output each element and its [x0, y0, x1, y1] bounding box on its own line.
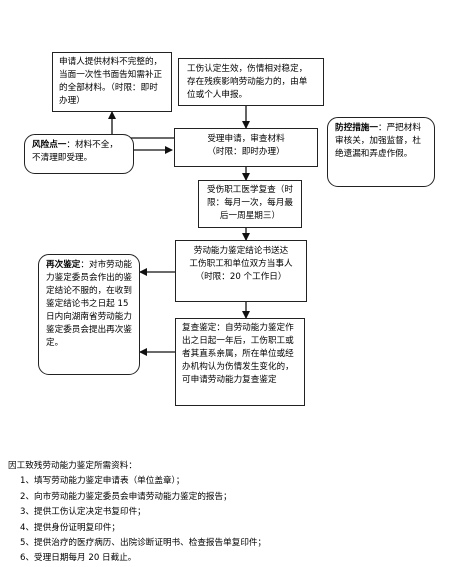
- list-item: 4、提供身份证明复印件；: [20, 522, 120, 533]
- condition-box: 工伤认定生效，伤情相对稳定，存在残疾影响劳动能力的，由单位或个人申报。: [178, 58, 324, 106]
- list-item: 3、提供工伤认定决定书复印件；: [20, 507, 146, 518]
- medical-exam-box: 受伤职工医学复查（时限：每月一次，每月最后一周星期三）: [198, 180, 302, 228]
- risk-point-text: ：材料不全，不清理即受理。: [32, 140, 118, 163]
- accept-time: （时限：即时办理）: [207, 147, 285, 157]
- risk-point-label: 风险点一: [32, 140, 67, 150]
- deliver-line-1: 劳动能力鉴定结论书送达: [193, 246, 289, 256]
- deliver-line-3: （时限：20 个工作日）: [195, 272, 287, 282]
- control-measure-box: 防控措施一：严把材料审核关，加强监督，杜绝遗漏和弄虚作假。: [327, 117, 435, 187]
- list-item: 6、受理日期每月 20 日截止。: [20, 553, 137, 564]
- deliver-line-2: 工伤职工和单位双方当事人: [189, 259, 293, 269]
- accept-title: 受理申请，审查材料: [207, 134, 285, 144]
- review-appraisal-text: ：自劳动能力鉴定作出之日起一年后，工伤职工或者其直系亲属，所在单位或经办机构认为…: [182, 323, 294, 385]
- reappraisal-text: ：对市劳动能力鉴定委员会作出的鉴定结论不服的，在收到鉴定结论书之日起 15 日内…: [46, 260, 132, 348]
- deliver-box: 劳动能力鉴定结论书送达 工伤职工和单位双方当事人 （时限：20 个工作日）: [175, 240, 307, 302]
- control-measure-label: 防控措施一: [335, 123, 378, 133]
- review-appraisal-label: 复查鉴定: [182, 323, 217, 333]
- list-item: 1、填写劳动能力鉴定申请表（单位盖章）；: [20, 476, 185, 487]
- reappraisal-label: 再次鉴定: [46, 260, 81, 270]
- required-materials: 因工致残劳动能力鉴定所需资料： 1、填写劳动能力鉴定申请表（单位盖章）； 2、向…: [8, 459, 458, 567]
- accept-box: 受理申请，审查材料 （时限：即时办理）: [174, 128, 318, 167]
- list-item: 2、向市劳动能力鉴定委员会申请劳动能力鉴定的报告；: [20, 491, 232, 502]
- required-materials-title: 因工致残劳动能力鉴定所需资料：: [8, 461, 137, 471]
- control-measure-text: ：严把材料审核关，加强监督，杜绝遗漏和弄虚作假。: [335, 123, 421, 159]
- risk-point-box: 风险点一：材料不全，不清理即受理。: [24, 134, 134, 174]
- medical-exam-text: 受伤职工医学复查（时限：每月一次，每月最后一周星期三）: [207, 185, 293, 221]
- reappraisal-box: 再次鉴定：对市劳动能力鉴定委员会作出的鉴定结论不服的，在收到鉴定结论书之日起 1…: [38, 254, 140, 375]
- list-item: 5、提供治疗的医疗病历、出院诊断证明书、检查报告单复印件；: [20, 538, 267, 549]
- notice-box: 申请人提供材料不完整的，当面一次性书面告知需补正的全部材料。（时限：即时办理）: [52, 52, 172, 112]
- flow-connectors: [108, 106, 250, 356]
- notice-text: 申请人提供材料不完整的，当面一次性书面告知需补正的全部材料。（时限：即时办理）: [59, 57, 163, 106]
- review-appraisal-box: 复查鉴定：自劳动能力鉴定作出之日起一年后，工伤职工或者其直系亲属，所在单位或经办…: [175, 318, 305, 406]
- condition-text: 工伤认定生效，伤情相对稳定，存在残疾影响劳动能力的，由单位或个人申报。: [187, 64, 308, 100]
